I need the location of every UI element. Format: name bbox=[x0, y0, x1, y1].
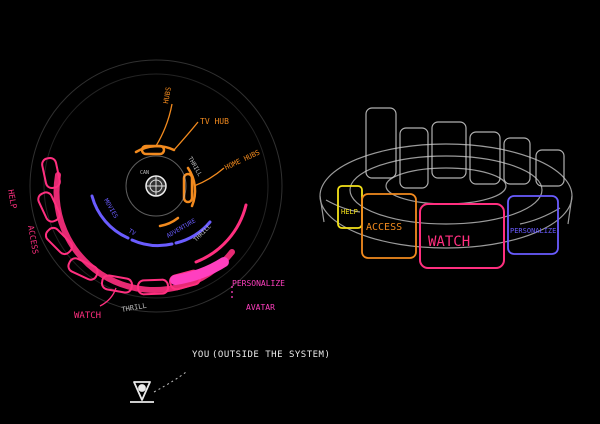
perspective-sketch: HELP ACCESS WATCH PERSONALIZE bbox=[319, 107, 573, 269]
panel-label-help: HELP bbox=[341, 208, 358, 216]
label-movies: MOVIES bbox=[102, 198, 119, 221]
label-watch: WATCH bbox=[74, 311, 101, 321]
purple-ring bbox=[90, 194, 212, 247]
core-globe-icon bbox=[145, 175, 167, 197]
you-leader-line bbox=[153, 371, 187, 393]
platform-rings bbox=[319, 143, 573, 249]
access-panel bbox=[361, 193, 417, 259]
personalize-panel bbox=[507, 195, 559, 255]
leader-lines bbox=[155, 103, 225, 187]
orange-ring bbox=[134, 144, 197, 228]
pink-inner-arc bbox=[194, 203, 248, 264]
label-personalize: PERSONALIZE bbox=[232, 279, 285, 288]
label-thrill-3: THRILL bbox=[121, 302, 147, 314]
label-can: CAN bbox=[140, 170, 149, 176]
watch-leader-line bbox=[99, 287, 117, 307]
label-home-hubs: HOME HUBS bbox=[223, 149, 261, 172]
concentric-diagram: HUBS TV HUB HOME HUBS THRILL CAN MOVIES … bbox=[6, 59, 330, 403]
label-hubs: HUBS bbox=[162, 86, 173, 104]
faint-ring-2 bbox=[43, 73, 269, 299]
label-help: HELP bbox=[6, 189, 18, 210]
watch-panel bbox=[419, 203, 505, 269]
panel-label-watch: WATCH bbox=[428, 234, 470, 250]
panel-label-personalize: PERSONALIZE bbox=[510, 227, 556, 235]
personalize-arc bbox=[170, 257, 229, 285]
label-you: YOU bbox=[192, 350, 210, 360]
inner-faint-ring bbox=[125, 155, 187, 217]
rear-pillars bbox=[365, 107, 565, 189]
front-panels: HELP ACCESS WATCH PERSONALIZE bbox=[337, 185, 559, 269]
label-tv-hub: TV HUB bbox=[200, 117, 229, 126]
viewer-eye-icon bbox=[130, 381, 154, 403]
outer-faint-ring bbox=[29, 59, 283, 313]
label-you-note: (OUTSIDE THE SYSTEM) bbox=[212, 350, 330, 360]
panel-label-access: ACCESS bbox=[366, 222, 402, 233]
label-tv: TV bbox=[127, 228, 137, 238]
label-avatar: AVATAR bbox=[246, 303, 275, 312]
